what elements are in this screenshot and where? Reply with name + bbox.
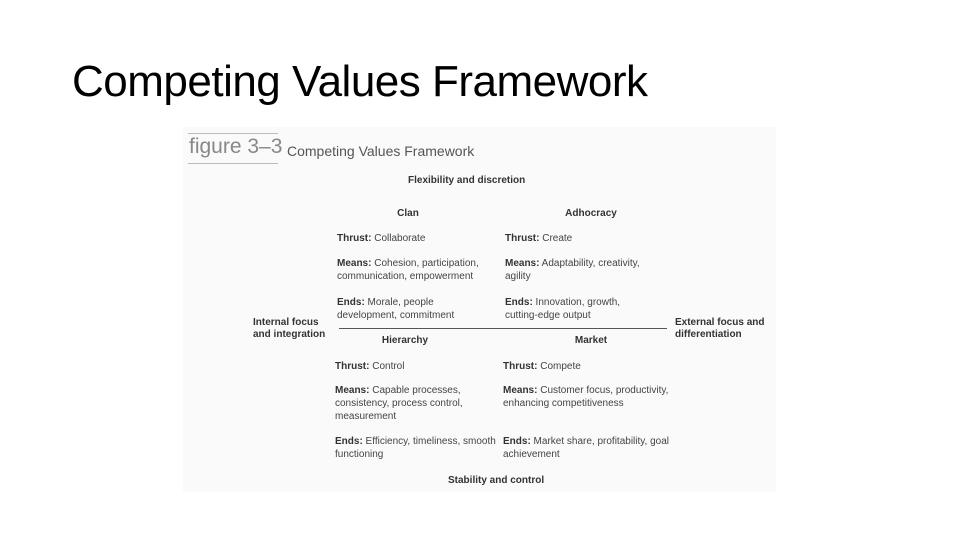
- market-thrust: Thrust: Compete: [503, 361, 581, 372]
- figure-number-bottom-rule: [188, 163, 278, 164]
- figure-number: figure 3–3: [189, 135, 283, 158]
- quadrant-title-market: Market: [574, 335, 608, 346]
- adhocracy-ends: Ends: Innovation, growth, cutting-edge o…: [505, 297, 621, 321]
- figure-image: figure 3–3 Competing Values Framework Fl…: [183, 127, 776, 492]
- right-axis-line-2: differentiation: [675, 329, 742, 340]
- slide-title: Competing Values Framework: [72, 57, 648, 106]
- figure-title: Competing Values Framework: [287, 143, 475, 159]
- clan-ends: Ends: Morale, people development, commit…: [337, 297, 455, 321]
- hierarchy-thrust: Thrust: Control: [335, 361, 405, 372]
- right-axis-label: External focus and differentiation: [675, 317, 764, 341]
- clan-means: Means: Cohesion, participation, communic…: [337, 258, 479, 282]
- top-axis-label: Flexibility and discretion: [408, 175, 526, 186]
- quadrant-title-adhocracy: Adhocracy: [565, 208, 617, 219]
- quadrant-title-hierarchy: Hierarchy: [381, 335, 429, 346]
- market-ends: Ends: Market share, profitability, goal …: [503, 436, 669, 460]
- clan-thrust: Thrust: Collaborate: [337, 233, 426, 244]
- adhocracy-thrust: Thrust: Create: [505, 233, 573, 244]
- market-means: Means: Customer focus, productivity, enh…: [503, 385, 669, 409]
- left-axis-line-2: and integration: [253, 329, 326, 340]
- horizontal-divider: [339, 328, 667, 329]
- left-axis-line-1: Internal focus: [253, 317, 319, 328]
- left-axis-label: Internal focus and integration: [253, 317, 325, 341]
- figure-number-top-rule: [188, 133, 278, 134]
- bottom-axis-label: Stability and control: [448, 475, 545, 486]
- hierarchy-means: Means: Capable processes, consistency, p…: [335, 385, 463, 422]
- right-axis-line-1: External focus and: [675, 317, 765, 328]
- hierarchy-ends: Ends: Efficiency, timeliness, smooth fun…: [335, 436, 496, 460]
- adhocracy-means: Means: Adaptability, creativity, agility: [505, 258, 640, 282]
- quadrant-title-clan: Clan: [397, 208, 419, 219]
